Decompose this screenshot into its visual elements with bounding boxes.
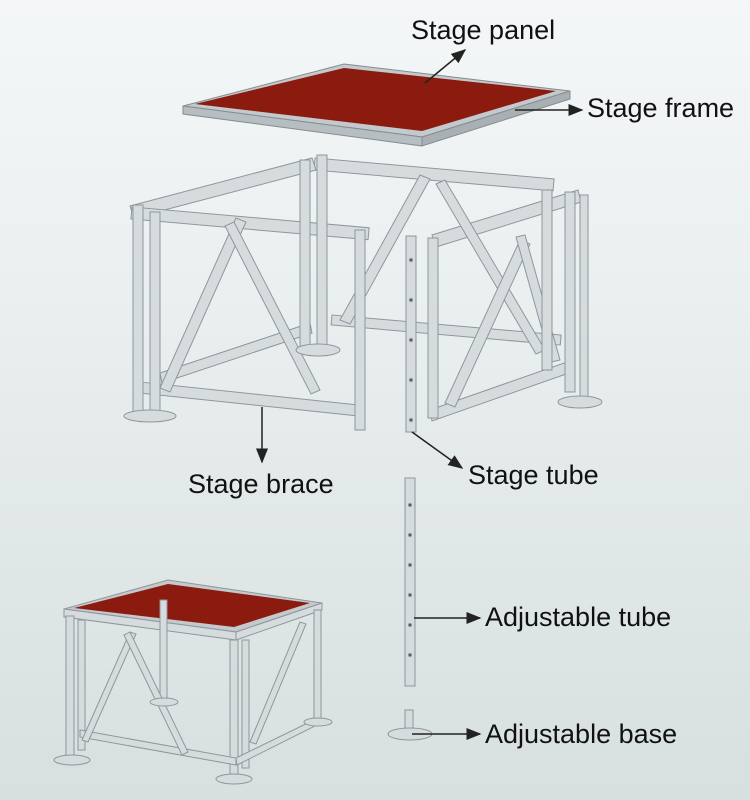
leader-lines [256,49,584,740]
adjustable-tube-part [404,477,416,687]
label-stage-panel: Stage panel [411,15,556,45]
adjustable-base-part [387,709,433,741]
label-adjustable-tube: Adjustable tube [485,602,672,632]
label-stage-brace: Stage brace [188,469,334,499]
label-adjustable-base: Adjustable base [485,719,678,749]
label-stage-frame: Stage frame [587,93,735,123]
label-stage-tube: Stage tube [468,460,599,490]
leader-stage-tube [411,431,464,469]
panel-red-surface [195,68,556,131]
leader-stage-panel [424,49,467,84]
assembled-panel-red [74,584,310,627]
frame-assembly [123,154,603,431]
assembled-stage [53,579,333,785]
stage-panel-part [182,63,571,147]
stage-tube-part [405,235,417,433]
